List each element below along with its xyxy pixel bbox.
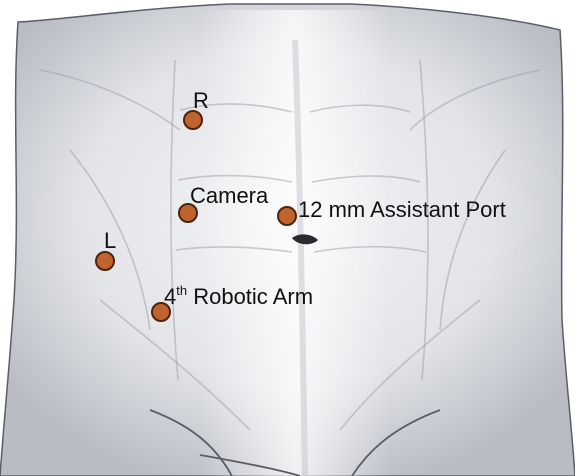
port-marker-left [95,251,115,271]
label-arm-number: 4 [164,284,176,309]
label-camera: Camera [190,185,268,207]
label-assistant-port: 12 mm Assistant Port [298,199,506,221]
label-right: R [193,90,209,112]
label-fourth-robotic-arm: 4th Robotic Arm [164,286,313,308]
label-arm-text: Robotic Arm [187,284,313,309]
label-left: L [104,230,116,252]
port-marker-assistant [277,206,297,226]
port-marker-right [183,110,203,130]
label-arm-ordinal: th [176,283,187,298]
